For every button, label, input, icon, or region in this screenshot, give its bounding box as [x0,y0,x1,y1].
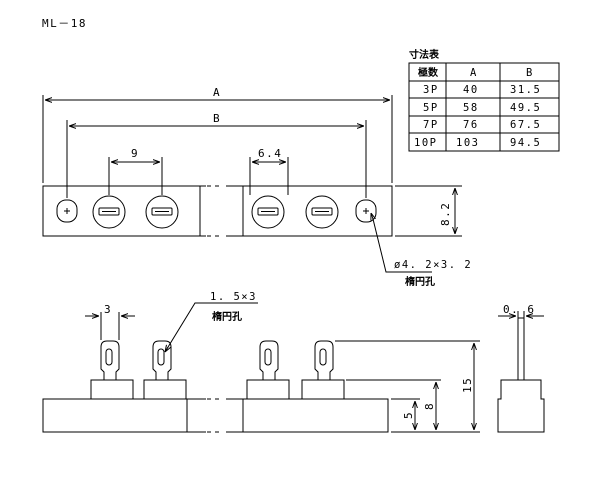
dimension-table: 寸法表 極数 A B 3P 40 31.5 5P 58 49.5 7P 76 6… [408,48,560,152]
table-cell: 67.5 [510,119,541,131]
mounting-hole-icon [56,199,78,223]
table-cell: 58 [463,102,479,114]
table-caption: 寸法表 [409,48,440,61]
terminal-pin-icon [100,340,120,380]
table-cell: 5P [423,102,439,114]
table-cell: 103 [456,137,479,149]
block-height-label: 8 [423,402,436,410]
terminal-screw-icon [251,195,285,229]
side-view: 0. 6 [497,303,545,433]
table-header-poles: 極数 [418,66,439,79]
dimension-b-label: B [213,112,221,125]
table-header-a: A [470,67,478,79]
table-cell: 49.5 [510,102,541,114]
table-cell: 94.5 [510,137,541,149]
top-view: A B 9 6.4 8.2 ø4. 2×3. 2 楕円孔 [42,86,472,288]
dimension-a-label: A [213,86,221,99]
table-header-b: B [526,67,534,79]
pin-width-label: 3 [104,303,112,316]
drawing-title: ML－18 [42,17,87,30]
terminal-pin-icon [259,340,279,380]
slot-size-label: 1. 5×3 [210,291,257,303]
table-cell: 31.5 [510,84,541,96]
hole-size-label: ø4. 2×3. 2 [394,259,472,271]
height-label: 8.2 [439,202,452,226]
terminal-screw-icon [145,195,179,229]
pitch2-label: 6.4 [258,147,282,160]
table-cell: 10P [414,137,437,149]
terminal-screw-icon [92,195,126,229]
pitch-label: 9 [131,147,139,160]
front-view: 3 1. 5×3 楕円孔 5 8 15 [42,291,480,433]
base-height-label: 5 [402,411,415,419]
mounting-hole-icon [355,199,377,223]
table-cell: 40 [463,84,479,96]
table-cell: 7P [423,119,439,131]
table-cell: 3P [423,84,439,96]
hole-type-label: 楕円孔 [405,275,435,288]
table-cell: 76 [463,119,479,131]
slot-type-label: 楕円孔 [212,310,242,323]
total-height-label: 15 [461,377,474,393]
pin-thickness-label: 0. 6 [503,303,536,316]
terminal-pin-icon [314,340,334,380]
terminal-screw-icon [305,195,339,229]
